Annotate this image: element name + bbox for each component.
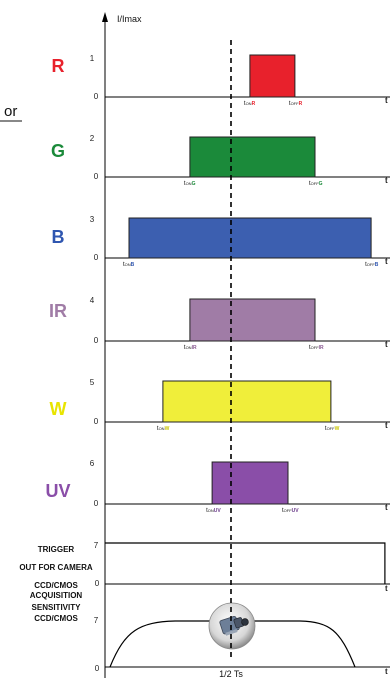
cropped-text: or	[4, 103, 17, 120]
zero-tick: 0	[94, 499, 99, 508]
ton-label: tONUV	[206, 508, 221, 514]
channel-ir: IR 4 0 tONIR tOFFIR t	[49, 296, 390, 351]
camera-icon	[208, 602, 256, 650]
t-axis-marker: t	[385, 584, 388, 593]
channel-b: B 3 0 tONB tOFFB t	[52, 215, 390, 268]
trigger-label-line: OUT FOR CAMERA	[19, 563, 93, 572]
toff-label: tOFFW	[325, 426, 340, 432]
y-axis-arrow	[102, 12, 108, 22]
t-axis-marker: t	[385, 340, 388, 349]
channel-g: G 2 0 tONG tOFFG t	[51, 134, 390, 187]
trigger-channel: TRIGGER OUT FOR CAMERA CCD/CMOS 7 0 t	[19, 541, 390, 593]
level-tick: 2	[90, 134, 95, 143]
channel-label: R	[52, 56, 65, 76]
channel-uv: UV 6 0 tONUV tOFFUV t	[45, 459, 390, 514]
zero-tick: 0	[94, 336, 99, 345]
pulse-bar	[211, 461, 289, 505]
channel-w: W 5 0 tONW tOFFW t	[50, 378, 390, 432]
t-axis-marker: t	[385, 667, 388, 676]
level-tick: 7	[94, 616, 99, 625]
t-axis-marker: t	[385, 257, 388, 266]
zero-tick: 0	[95, 579, 100, 588]
t-axis-marker: t	[385, 421, 388, 430]
trigger-label-line: CCD/CMOS	[34, 581, 78, 590]
channel-label: UV	[45, 481, 70, 501]
zero-tick: 0	[94, 172, 99, 181]
toff-label: tOFFIR	[309, 345, 324, 351]
pulse-bar	[249, 54, 296, 98]
channel-label: G	[51, 141, 65, 161]
toff-label: tOFFUV	[282, 508, 299, 514]
trigger-label-line: TRIGGER	[38, 545, 75, 554]
ton-label: tONR	[244, 101, 256, 107]
level-tick: 1	[90, 54, 95, 63]
toff-label: tOFFR	[289, 101, 303, 107]
channel-r: R 1 0 tONR tOFFR t	[52, 54, 390, 107]
pulse-bar	[189, 298, 316, 342]
toff-label: tOFFG	[309, 181, 323, 187]
level-tick: 6	[90, 459, 95, 468]
acquisition-channel: ACQUISITION SENSITIVITY CCD/CMOS 7 0 t	[30, 591, 390, 676]
acquisition-label-line: ACQUISITION	[30, 591, 83, 600]
zero-tick: 0	[94, 92, 99, 101]
y-axis-label: I/Imax	[117, 14, 142, 24]
channel-label: B	[52, 227, 65, 247]
t-axis-marker: t	[385, 96, 388, 105]
level-tick: 3	[90, 215, 95, 224]
ton-label: tONG	[184, 181, 196, 187]
ton-label: tONB	[123, 262, 135, 268]
toff-label: tOFFB	[365, 262, 379, 268]
acquisition-label-line: SENSITIVITY	[32, 603, 82, 612]
pulse-bar	[189, 136, 316, 178]
trigger-pulse	[105, 542, 386, 584]
zero-tick: 0	[94, 417, 99, 426]
ton-label: tONIR	[184, 345, 197, 351]
level-tick: 4	[90, 296, 95, 305]
zero-tick: 0	[95, 664, 100, 673]
acquisition-label-line: CCD/CMOS	[34, 614, 78, 623]
level-tick: 7	[94, 541, 99, 550]
level-tick: 5	[90, 378, 95, 387]
t-axis-marker: t	[385, 503, 388, 512]
channel-label: W	[50, 399, 67, 419]
t-axis-marker: t	[385, 176, 388, 185]
zero-tick: 0	[94, 253, 99, 262]
pulse-bar	[162, 380, 332, 423]
channel-label: IR	[49, 301, 67, 321]
pulse-bar	[128, 217, 372, 259]
half-period-label: 1/2 Ts	[219, 669, 243, 679]
ton-label: tONW	[157, 426, 170, 432]
